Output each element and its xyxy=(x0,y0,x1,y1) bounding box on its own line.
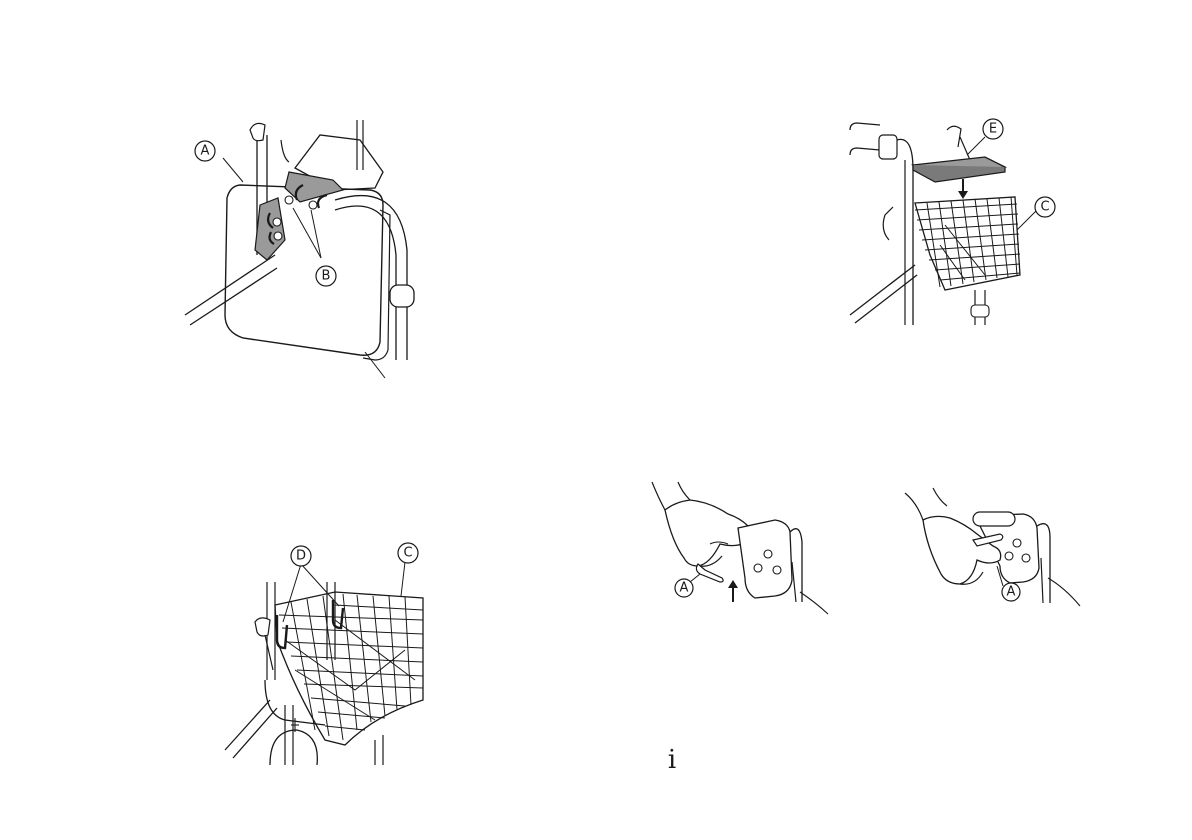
figure-brake-lock: A xyxy=(650,482,835,622)
figure-basket-attachment: D C xyxy=(225,540,440,765)
svg-text:A: A xyxy=(1007,585,1016,600)
figure-bag-attachment: A B xyxy=(185,110,415,385)
figure-brake-release: A xyxy=(905,488,1090,613)
svg-text:A: A xyxy=(201,144,210,159)
label-e: E xyxy=(983,119,1003,139)
mount-plate-right xyxy=(285,172,343,202)
label-a: A xyxy=(195,141,215,161)
label-a: A xyxy=(1002,583,1020,601)
svg-text:C: C xyxy=(1040,200,1049,215)
svg-text:A: A xyxy=(680,581,689,596)
information-icon: i xyxy=(660,740,684,774)
svg-text:B: B xyxy=(322,269,331,284)
basket xyxy=(915,197,1020,290)
label-c: C xyxy=(398,543,418,563)
label-b: B xyxy=(316,266,336,286)
hand xyxy=(665,500,748,566)
svg-text:D: D xyxy=(296,549,306,564)
hook-left xyxy=(277,615,287,648)
svg-text:C: C xyxy=(403,546,412,561)
label-d: D xyxy=(291,546,311,566)
svg-text:i: i xyxy=(668,745,676,775)
figure-tray-basket: E C xyxy=(845,115,1065,325)
wheel xyxy=(270,730,317,765)
label-c: C xyxy=(1035,197,1055,217)
mount-plate-left xyxy=(255,198,285,260)
svg-text:E: E xyxy=(989,122,997,137)
bag-body xyxy=(225,185,383,355)
brake-lever xyxy=(696,564,723,582)
frame-clamp xyxy=(390,285,414,307)
handle-grip xyxy=(738,520,792,598)
label-a: A xyxy=(675,579,693,597)
